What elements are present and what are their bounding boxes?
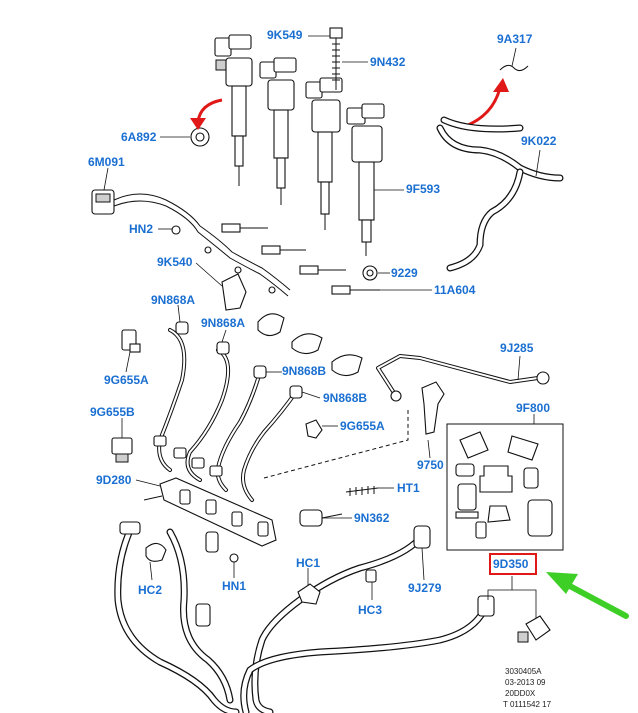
label-6m091[interactable]: 6M091 bbox=[88, 155, 125, 169]
leak-off-pipe-9j285 bbox=[376, 354, 550, 402]
label-9j285[interactable]: 9J285 bbox=[500, 341, 534, 355]
green-arrow bbox=[546, 572, 629, 619]
fuel-pressure-sensor bbox=[205, 531, 219, 553]
nut-hn2 bbox=[171, 225, 181, 235]
ref-number: T 0111542 17 bbox=[503, 700, 552, 709]
label-6a892[interactable]: 6A892 bbox=[121, 130, 157, 144]
fuel-return-hose-9k022 bbox=[436, 116, 564, 272]
label-9229[interactable]: 9229 bbox=[391, 266, 418, 280]
sensor-9d350 bbox=[487, 576, 551, 643]
stud-ht1 bbox=[345, 486, 379, 496]
nut-hn1 bbox=[229, 553, 239, 563]
label-9n432[interactable]: 9N432 bbox=[370, 55, 406, 69]
fuel-rail-9d280 bbox=[143, 477, 277, 547]
injector-3 bbox=[305, 77, 343, 230]
cover-9k540 bbox=[221, 273, 247, 311]
spacer-9n362 bbox=[299, 509, 343, 527]
label-9n868b-upper[interactable]: 9N868B bbox=[282, 364, 327, 378]
injector-1 bbox=[214, 34, 253, 186]
bracket-9750 bbox=[421, 381, 445, 435]
label-9a317[interactable]: 9A317 bbox=[497, 32, 533, 46]
label-9750[interactable]: 9750 bbox=[417, 458, 444, 472]
label-hn2[interactable]: HN2 bbox=[129, 222, 154, 236]
label-9d280[interactable]: 9D280 bbox=[96, 473, 132, 487]
seal-9n868b-lower bbox=[331, 354, 363, 377]
label-9g655a-right[interactable]: 9G655A bbox=[340, 419, 385, 433]
label-9j279[interactable]: 9J279 bbox=[408, 581, 442, 595]
ref-engine: 20DD0X bbox=[505, 689, 536, 698]
highlight-box-9d350 bbox=[489, 553, 537, 575]
seal-9n868b-upper bbox=[291, 333, 323, 355]
label-9g655b[interactable]: 9G655B bbox=[90, 405, 135, 419]
red-arrow-right bbox=[459, 87, 502, 130]
label-11a604[interactable]: 11A604 bbox=[434, 283, 476, 297]
label-hc1[interactable]: HC1 bbox=[296, 556, 321, 570]
label-hc2[interactable]: HC2 bbox=[138, 583, 163, 597]
label-9k549[interactable]: 9K549 bbox=[267, 28, 303, 42]
clip-9g655b bbox=[111, 437, 133, 463]
label-9n868a-left[interactable]: 9N868A bbox=[151, 293, 196, 307]
injector-2 bbox=[259, 57, 297, 205]
label-hn1[interactable]: HN1 bbox=[222, 579, 247, 593]
label-9k540[interactable]: 9K540 bbox=[157, 255, 193, 269]
repair-kit-9f800 bbox=[446, 423, 564, 551]
label-9f800[interactable]: 9F800 bbox=[516, 401, 551, 415]
label-9k022[interactable]: 9K022 bbox=[521, 134, 557, 148]
injector-4 bbox=[346, 103, 385, 256]
clip-9a317 bbox=[499, 64, 529, 72]
label-ht1[interactable]: HT1 bbox=[397, 481, 420, 495]
seal-9n868a bbox=[257, 313, 285, 337]
fuel-injection-pipes bbox=[153, 321, 303, 502]
label-9n868b-lower[interactable]: 9N868B bbox=[323, 391, 368, 405]
ref-date: 03-2013 09 bbox=[505, 678, 546, 687]
injector-bolt bbox=[329, 27, 343, 90]
return-hose-9j279 bbox=[240, 525, 495, 713]
clip-9g655a-right bbox=[305, 419, 323, 439]
ref-code: 3030405A bbox=[505, 667, 542, 676]
label-9n868a-right[interactable]: 9N868A bbox=[201, 316, 246, 330]
clip-hc3 bbox=[365, 569, 377, 583]
label-9d350[interactable]: 9D350 bbox=[493, 557, 529, 571]
wiring-harness-6m091 bbox=[91, 189, 291, 297]
label-9g655a-left[interactable]: 9G655A bbox=[104, 373, 149, 387]
glow-plugs bbox=[221, 223, 380, 295]
clip-9g655a-left bbox=[121, 329, 141, 353]
label-9n362[interactable]: 9N362 bbox=[354, 511, 390, 525]
leader-lines bbox=[103, 35, 541, 600]
hose-hc2 bbox=[114, 521, 240, 713]
label-9f593[interactable]: 9F593 bbox=[406, 182, 441, 196]
label-hc3[interactable]: HC3 bbox=[358, 603, 383, 617]
